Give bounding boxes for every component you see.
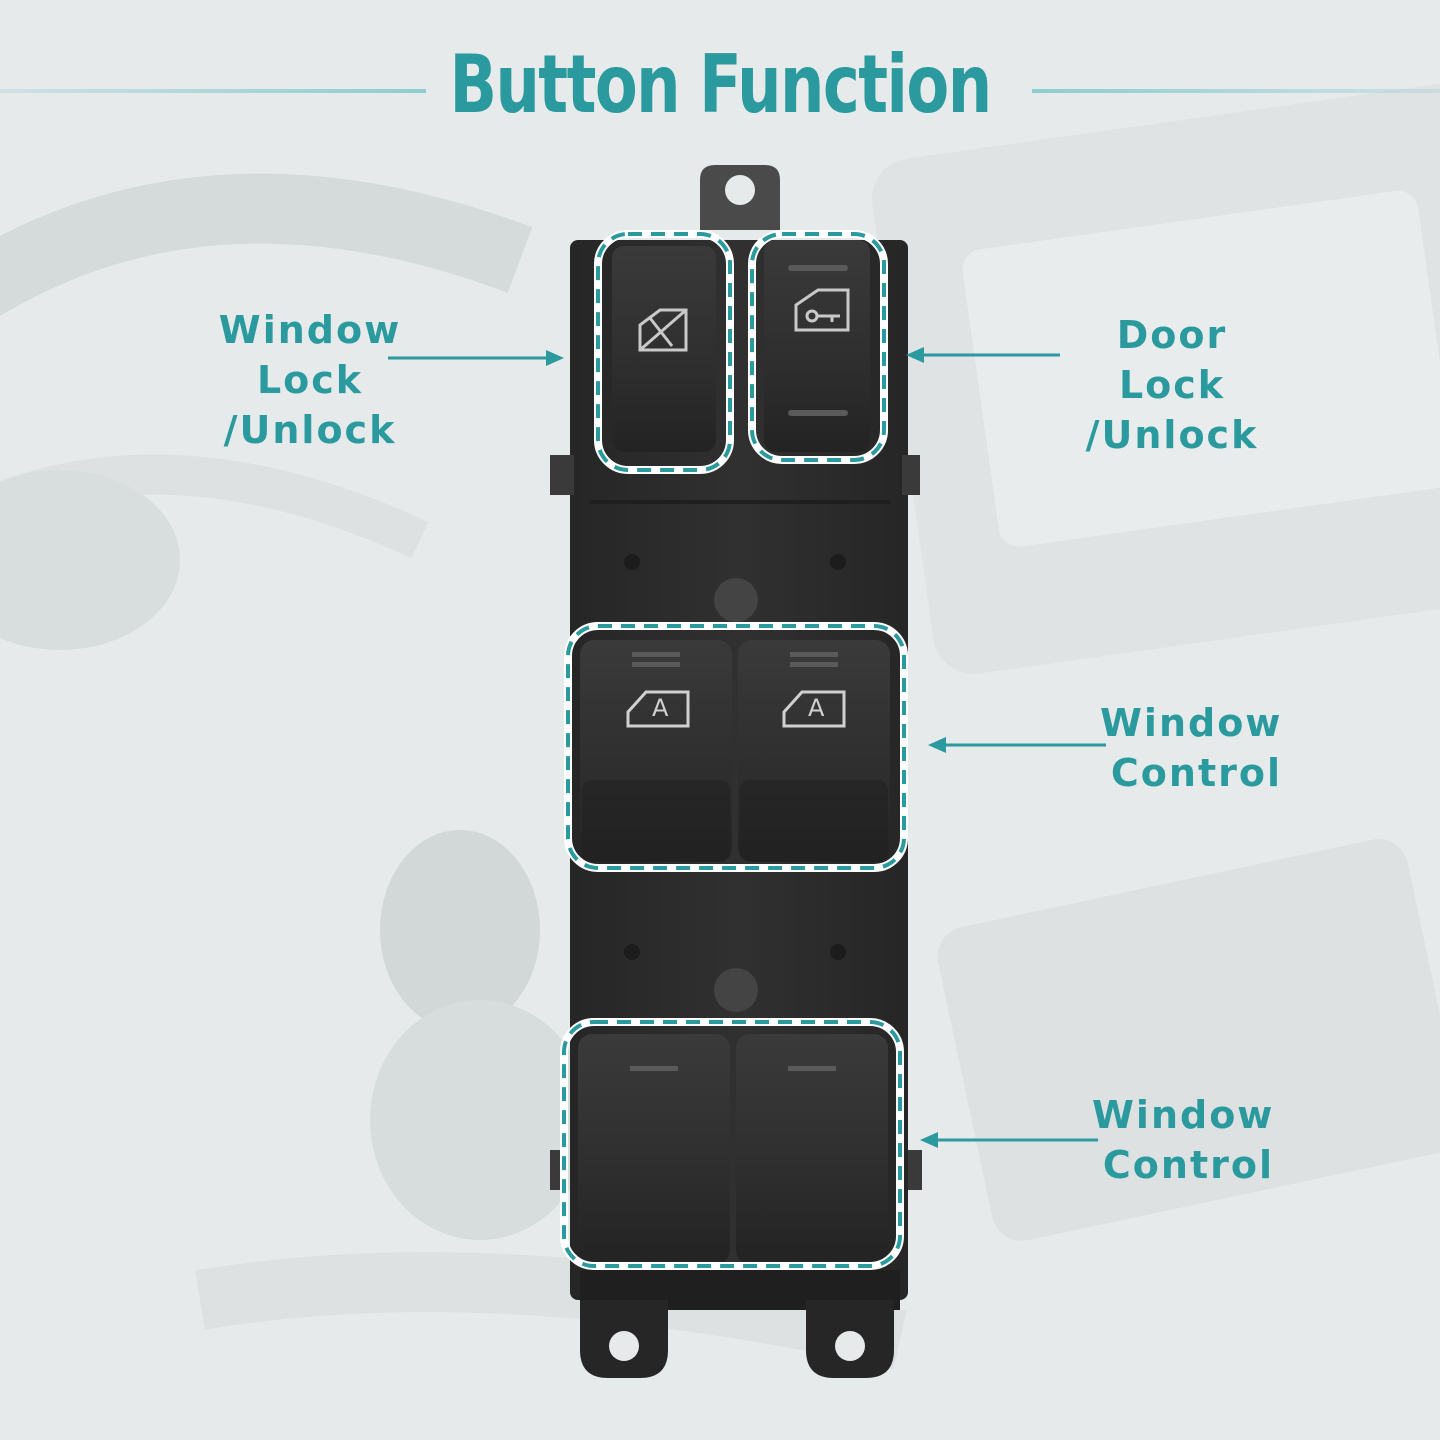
page-title: Button Function bbox=[449, 38, 992, 131]
window-lock-icon bbox=[638, 308, 688, 352]
window-button-rear-right bbox=[736, 1034, 888, 1264]
arrow-door-lock bbox=[906, 347, 1060, 363]
window-button-front-right bbox=[738, 640, 890, 862]
auto-window-icon bbox=[626, 690, 690, 728]
label-door-lock: Door Lock /Unlock bbox=[1064, 310, 1280, 460]
label-window-control-front-line1: Window bbox=[1100, 701, 1283, 745]
label-window-lock-line2: /Unlock bbox=[223, 408, 397, 452]
arrow-window-lock bbox=[388, 350, 564, 366]
highlight-window-control-rear bbox=[562, 1020, 902, 1268]
door-lock-button bbox=[764, 240, 870, 452]
label-window-control-front: Window Control bbox=[1100, 698, 1282, 798]
auto-glyph-front-right: A bbox=[808, 694, 825, 722]
label-window-lock-line1: Window Lock bbox=[218, 308, 402, 402]
door-lock-icon bbox=[794, 288, 850, 332]
label-window-control-front-line2: Control bbox=[1110, 751, 1282, 795]
label-door-lock-line1: Door Lock bbox=[1116, 313, 1228, 407]
arrow-window-control-rear bbox=[920, 1132, 1098, 1148]
top-mount-tab bbox=[700, 165, 780, 230]
title-rule-left bbox=[0, 89, 426, 93]
auto-window-icon bbox=[782, 690, 846, 728]
label-door-lock-line2: /Unlock bbox=[1085, 413, 1259, 457]
window-button-front-left bbox=[580, 640, 732, 862]
label-window-control-rear: Window Control bbox=[1092, 1090, 1274, 1190]
highlight-window-lock bbox=[596, 232, 732, 472]
bottom-mount-tabs bbox=[580, 1300, 894, 1378]
label-window-control-rear-line1: Window bbox=[1092, 1093, 1275, 1137]
title-rule-right bbox=[1032, 89, 1440, 93]
label-window-control-rear-line2: Control bbox=[1102, 1143, 1274, 1187]
window-button-rear-left bbox=[578, 1034, 730, 1264]
arrow-window-control-front bbox=[928, 737, 1106, 753]
window-lock-button bbox=[612, 246, 716, 452]
highlight-door-lock bbox=[750, 232, 886, 462]
highlight-window-control-front bbox=[566, 624, 906, 870]
auto-glyph-front-left: A bbox=[652, 694, 669, 722]
label-window-lock: Window Lock /Unlock bbox=[172, 305, 448, 455]
